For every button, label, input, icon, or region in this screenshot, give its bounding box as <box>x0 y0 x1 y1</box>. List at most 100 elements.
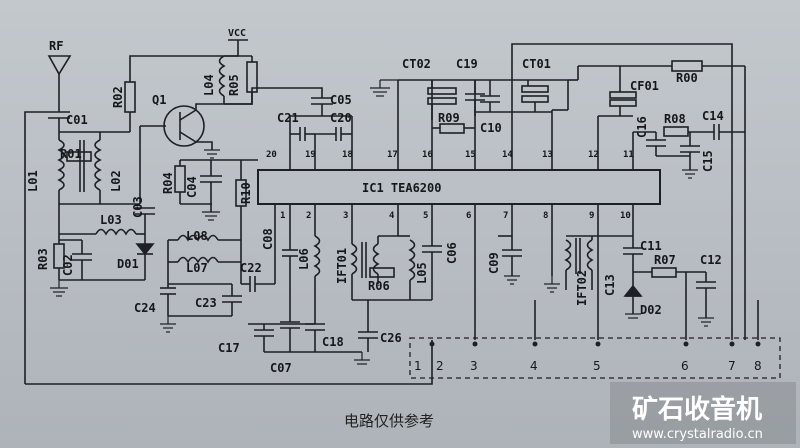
l08-label: L08 <box>186 229 208 243</box>
r07-resistor <box>651 267 677 278</box>
c26-capacitor <box>352 299 432 352</box>
svg-text:8: 8 <box>543 211 548 221</box>
r08-label: R08 <box>664 112 686 126</box>
c22-label: C22 <box>240 261 262 275</box>
c04-label: C04 <box>185 176 199 198</box>
c22-capacitor <box>241 203 276 292</box>
r06-resistor <box>369 267 395 278</box>
l03-label: L03 <box>100 213 122 227</box>
l05-label: L05 <box>415 262 429 284</box>
c05-capacitor <box>289 97 352 134</box>
ift02-label: IFT02 <box>575 270 589 306</box>
svg-text:7: 7 <box>503 211 508 221</box>
watermark: 矿石收音机 www.crystalradio.cn <box>610 382 796 444</box>
c07-capacitor <box>248 286 362 353</box>
l08-coil <box>167 234 241 262</box>
r00-resistor <box>568 60 746 340</box>
svg-text:3: 3 <box>343 211 348 221</box>
l04-label: L04 <box>202 74 216 96</box>
svg-text:2: 2 <box>436 359 444 373</box>
c10-label: C10 <box>480 121 502 135</box>
connector-pin-numbers: 1 2 3 4 5 6 7 8 <box>414 359 762 373</box>
r03-label: R03 <box>36 248 50 270</box>
c01-capacitor <box>48 111 70 132</box>
cf01-label: CF01 <box>630 79 659 93</box>
svg-text:6: 6 <box>681 359 689 373</box>
r04-label: R04 <box>161 172 175 194</box>
l04-coil <box>218 55 252 104</box>
svg-text:14: 14 <box>502 150 513 160</box>
l01-l02-coils <box>57 131 140 205</box>
d01-label: D01 <box>117 257 139 271</box>
l06-label: L06 <box>297 248 311 270</box>
r07-label: R07 <box>654 253 676 267</box>
l01-label: L01 <box>26 170 40 192</box>
d02-label: D02 <box>640 303 662 317</box>
svg-text:4: 4 <box>530 359 538 373</box>
d01-diode <box>135 234 155 268</box>
r09-resistor <box>439 123 465 134</box>
c26-label: C26 <box>380 331 402 345</box>
ct02-trimmer <box>427 80 457 120</box>
ic1-pin-numbers-top: 20 19 18 17 16 15 14 13 12 11 <box>266 150 634 160</box>
c08-label: C08 <box>261 228 275 250</box>
svg-text:1: 1 <box>414 359 422 373</box>
vcc-rail <box>129 40 239 82</box>
c21-label: C21 <box>277 111 299 125</box>
c21-capacitor <box>290 127 315 141</box>
caption-text: 电路仅供参考 <box>344 412 434 430</box>
rf-label: RF <box>49 39 63 53</box>
r02-label: R02 <box>111 86 125 108</box>
q1-transistor <box>163 105 205 147</box>
c12-ground <box>625 313 714 327</box>
svg-text:13: 13 <box>542 150 553 160</box>
l02-label: L02 <box>109 170 123 192</box>
c24-label: C24 <box>134 301 156 315</box>
r03-c02-network <box>53 204 146 281</box>
r01-label: R01 <box>60 147 82 161</box>
svg-text:11: 11 <box>623 150 634 160</box>
svg-text:16: 16 <box>422 150 433 160</box>
c03-capacitor <box>135 207 155 234</box>
c14-label: C14 <box>702 109 724 123</box>
svg-text:10: 10 <box>620 211 631 221</box>
c09-ground <box>504 275 520 285</box>
svg-text:12: 12 <box>588 150 599 160</box>
c19-capacitor <box>465 80 512 116</box>
connector-outline <box>409 337 781 379</box>
c24-ground <box>160 316 176 333</box>
c07-label: C07 <box>270 361 292 375</box>
c05-label: C05 <box>330 93 352 107</box>
c19-label: C19 <box>456 57 478 71</box>
r08-resistor <box>663 126 689 137</box>
q1-label: Q1 <box>152 93 166 107</box>
svg-text:5: 5 <box>593 359 601 373</box>
svg-text:18: 18 <box>342 150 353 160</box>
l05-coil <box>398 235 442 300</box>
c08-capacitor <box>282 236 298 286</box>
r06-label: R06 <box>368 279 390 293</box>
svg-text:1: 1 <box>280 211 285 221</box>
ct02-ground <box>370 79 398 97</box>
r01-resistor <box>66 151 92 162</box>
c15-ground <box>682 169 698 179</box>
c17-label: C17 <box>218 341 240 355</box>
c20-capacitor <box>315 116 353 141</box>
svg-text:19: 19 <box>305 150 316 160</box>
ic1-pin-leads <box>289 80 634 236</box>
c17-capacitor <box>254 324 274 352</box>
r00-label: R00 <box>676 71 698 85</box>
c20-label: C20 <box>330 111 352 125</box>
rf-antenna-symbol <box>47 55 72 112</box>
c18-label: C18 <box>322 335 344 349</box>
c11-capacitor <box>598 235 643 272</box>
c14-capacitor <box>688 124 745 140</box>
r09-label: R09 <box>438 111 460 125</box>
ic1-body <box>257 169 661 205</box>
r10-label: R10 <box>239 182 253 204</box>
cf01-filter <box>597 66 637 132</box>
c16-label: C16 <box>635 116 649 138</box>
ic1-pin-numbers-bottom: 1 2 3 4 5 6 7 8 9 10 <box>280 211 631 221</box>
svg-text:3: 3 <box>470 359 478 373</box>
